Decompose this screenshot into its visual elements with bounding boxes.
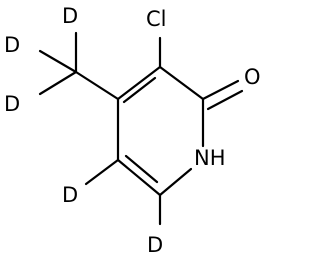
molecule-svg: Cl O NH D D D D D — [4, 4, 261, 257]
bond-c5-d — [84, 158, 120, 186]
bond-c3-c4 — [116, 65, 162, 101]
atom-label-cl: Cl — [146, 7, 167, 31]
structure-diagram: Cl O NH D D D D D — [4, 4, 261, 257]
atom-label-nh: NH — [194, 146, 226, 170]
bond-c2-o-double — [206, 89, 244, 111]
bond-c5-c6 — [116, 158, 162, 197]
bond-methyl-d-left-lower — [38, 70, 78, 96]
bond-c2-c3 — [158, 65, 205, 101]
atom-label-d-methyl-left-lower: D — [4, 92, 20, 116]
atom-label-d-c5: D — [62, 183, 78, 207]
bond-c3-c4-double — [122, 76, 157, 104]
bond-c4-methyl — [74, 70, 120, 101]
atom-label-d-methyl-top: D — [62, 4, 78, 28]
bond-methyl-d-left-upper — [38, 49, 78, 74]
atom-label-d-methyl-left-upper: D — [4, 33, 20, 57]
atom-label-d-c6: D — [147, 233, 163, 257]
bond-c2-o — [201, 79, 240, 101]
atom-label-o: O — [244, 65, 261, 89]
bond-c5-c6-double — [124, 154, 159, 184]
bond-c6-n1 — [158, 167, 193, 197]
